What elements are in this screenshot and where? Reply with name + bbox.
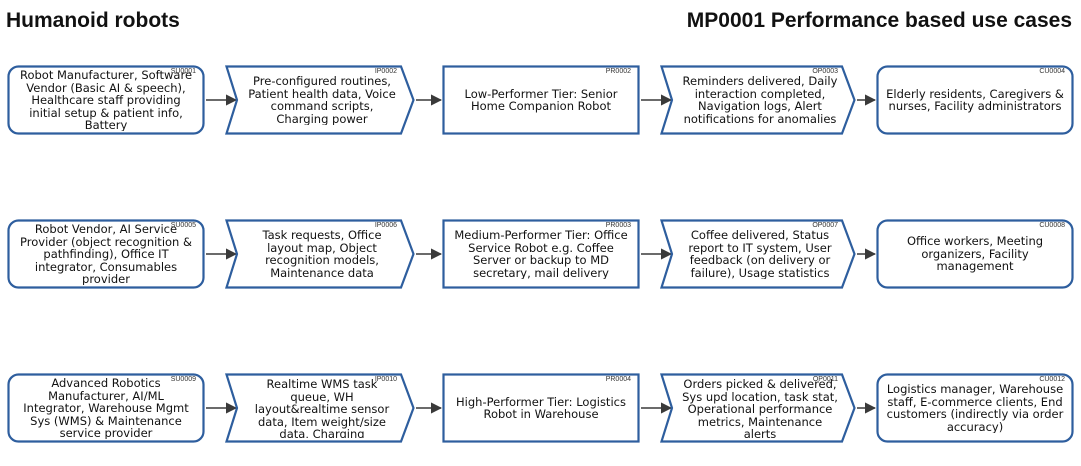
node-code: OP0007 [812,222,838,229]
node-text: Coffee delivered, Status report to IT sy… [688,229,832,279]
node-code: SU0005 [170,222,196,229]
node-text: Robot Vendor, AI Service Provider (objec… [20,223,192,285]
diagram-title-right: MP0001 Performance based use cases [686,9,1072,32]
supplier-node-shape [7,219,205,289]
node-code: CU0008 [1039,222,1065,229]
process-node-shape [442,65,640,135]
node-text: Advanced Robotics Manufacturer, AI/ML In… [23,377,189,439]
node-code: SU0009 [170,376,196,383]
node-code: PR0003 [605,222,631,229]
node-code: OP0011 [812,376,838,383]
node-code: CU0012 [1039,376,1065,383]
output-node-shape [660,65,856,135]
customer-node-shape [876,373,1074,443]
node-text: Realtime WMS task queue, WH layout&realt… [254,378,390,438]
node-code: PR0002 [605,68,631,75]
node-code: SU0001 [170,68,196,75]
process-node-shape [442,373,640,443]
node-text: Reminders delivered, Daily interaction c… [682,75,838,125]
node-code: IP0002 [374,68,397,75]
customer-node-shape [876,219,1074,289]
input-node-shape [225,219,415,289]
input-node-shape [225,65,415,135]
node-text: Medium-Performer Tier: Office Service Ro… [454,229,628,279]
node-code: IP0006 [374,222,397,229]
node-text: Task requests, Office layout map, Object… [262,229,382,279]
node-code: OP0003 [812,68,838,75]
output-node-shape [660,219,856,289]
node-text: Logistics manager, Warehouse staff, E-co… [886,383,1064,433]
node-code: PR0004 [605,376,631,383]
node-code: IP0010 [374,376,397,383]
customer-node-shape [876,65,1074,135]
node-code: CU0004 [1039,68,1065,75]
node-text: Elderly residents, Caregivers & nurses, … [886,87,1064,113]
process-node-shape [442,219,640,289]
node-text: Low-Performer Tier: Senior Home Companio… [464,87,618,113]
node-text: Pre-configured routines, Patient health … [248,75,396,125]
input-node-shape [225,373,415,443]
output-node-shape [660,373,856,443]
node-text: High-Performer Tier: Logistics Robot in … [456,395,626,421]
node-text: Orders picked & delivered, Sys upd locat… [682,378,838,438]
supplier-node-shape [7,373,205,443]
supplier-node-shape [7,65,205,135]
diagram-title-left: Humanoid robots [6,9,180,32]
node-text: Office workers, Meeting organizers, Faci… [906,235,1044,273]
node-text: Robot Manufacturer, Software Vendor (Bas… [19,69,193,131]
